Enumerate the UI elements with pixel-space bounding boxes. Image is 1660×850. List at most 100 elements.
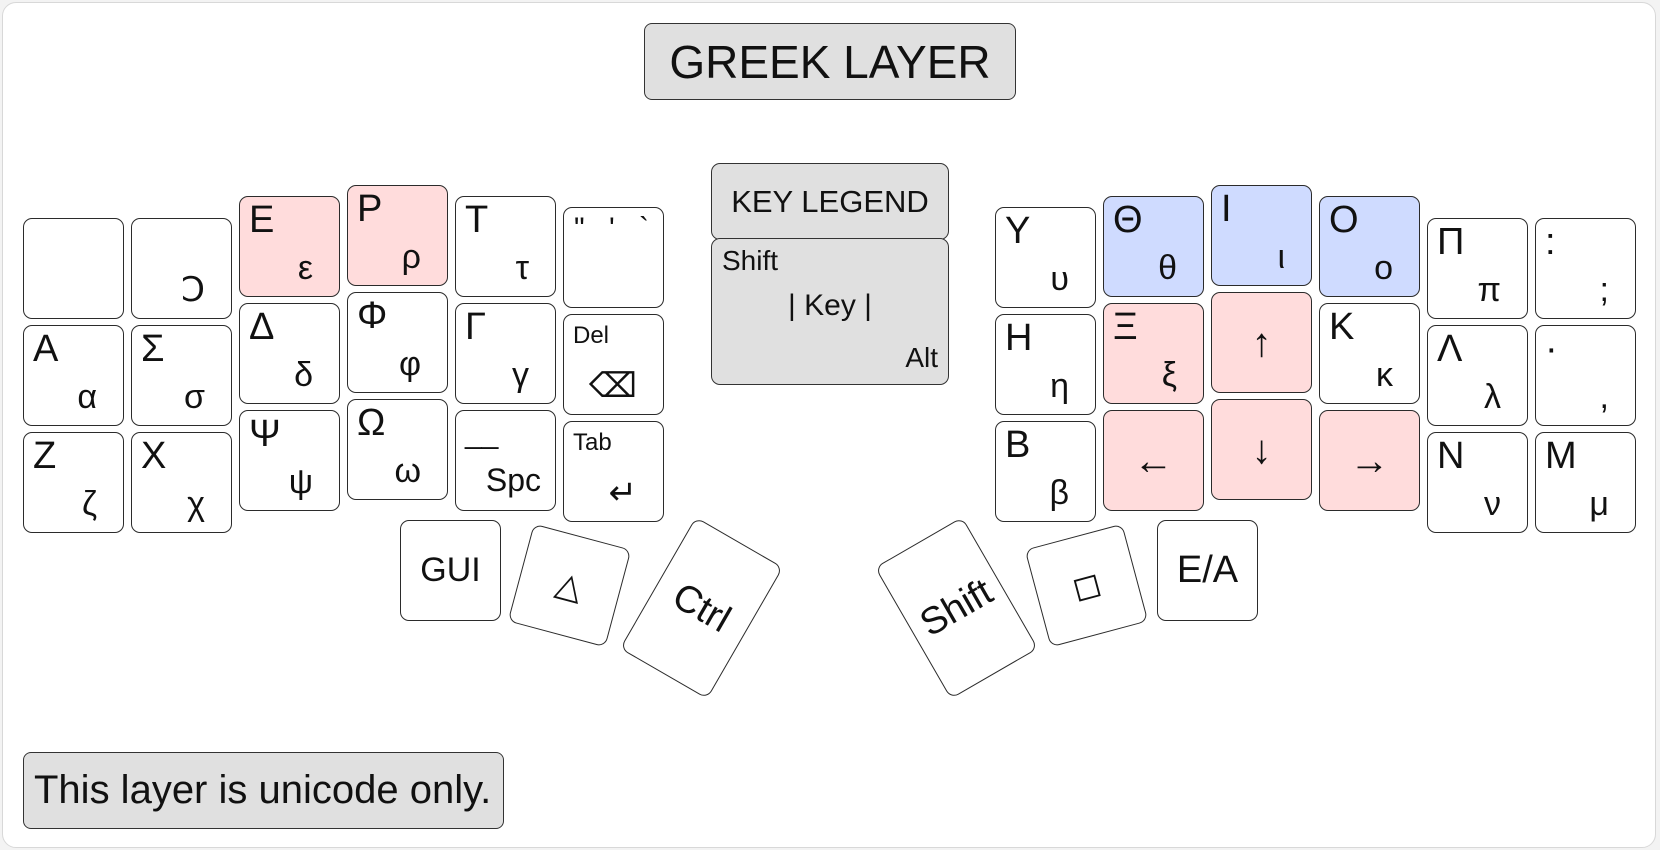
left-r3-key-zeta: Ζ ζ: [23, 432, 124, 533]
key-lower-label: ξ: [1161, 355, 1177, 394]
left-r2-key-phi: Φ φ: [347, 292, 448, 393]
key-label: E/A: [1176, 549, 1239, 591]
key-lower-label: δ: [294, 355, 313, 394]
key-upper-label: Tab: [573, 429, 612, 456]
left-r1-key-2: Ↄ: [131, 218, 232, 319]
thumb-key-ea: E/A: [1157, 520, 1258, 621]
enter-icon: ↵: [608, 473, 638, 512]
left-r1-key-epsilon: Ε ε: [239, 196, 340, 297]
key-upper-label: Ζ: [33, 435, 57, 477]
key-lower-label: λ: [1484, 377, 1501, 416]
left-r3-key-tab-enter: Tab ↵: [563, 421, 664, 522]
legend-key-label: | Key |: [788, 289, 872, 322]
right-r1-key-pi: Π π: [1427, 218, 1528, 319]
key-upper-label: Β: [1005, 424, 1031, 466]
right-r3-key-mu: Μ μ: [1535, 432, 1636, 533]
unicode-note: This layer is unicode only.: [23, 752, 504, 829]
key-upper-label: Ω: [357, 402, 386, 444]
left-r3-key-psi: Ψ ψ: [239, 410, 340, 511]
key-lower-label: ,: [1599, 377, 1609, 416]
key-upper-label: Del: [573, 322, 610, 349]
left-r1-key-1: [23, 218, 124, 319]
key-lower-label: σ: [184, 377, 205, 416]
key-upper-label: Θ: [1113, 199, 1143, 241]
key-upper-label: ·: [1545, 328, 1558, 370]
key-lower-label: ν: [1484, 484, 1501, 523]
left-r2-key-delta: Δ δ: [239, 303, 340, 404]
key-upper-label: Γ: [465, 306, 486, 348]
key-lower-label: υ: [1050, 259, 1069, 298]
square-icon: ◻: [1067, 563, 1106, 608]
key-label: Ctrl: [665, 574, 738, 641]
arrow-down-icon: ↓: [1251, 427, 1272, 472]
key-upper-label: Π: [1437, 221, 1465, 263]
right-r1-key-upsilon: Υ υ: [995, 207, 1096, 308]
key-lower-label: α: [77, 377, 97, 416]
key-lower-label: τ: [515, 248, 529, 287]
left-r1-key-rho: Ρ ρ: [347, 185, 448, 286]
key-lower-label: β: [1049, 473, 1069, 512]
arrow-right-icon: →: [1349, 438, 1390, 483]
key-upper-label: __: [465, 417, 499, 450]
key-lower-label: π: [1477, 270, 1501, 309]
key-upper-label: Α: [33, 328, 59, 370]
key-lower-label: Ↄ: [181, 270, 205, 309]
right-r1-key-omicron: Ο ο: [1319, 196, 1420, 297]
key-upper-label: Τ: [465, 199, 489, 241]
right-r2-key-up-arrow: ↑: [1211, 292, 1312, 393]
key-legend-body: Shift | Key | Alt: [711, 238, 949, 385]
right-r2-key-eta: Η η: [995, 314, 1096, 415]
key-lower-label: θ: [1158, 248, 1177, 287]
arrow-up-icon: ↑: [1251, 320, 1272, 365]
left-r1-key-quotes: " ' `: [563, 207, 664, 308]
key-upper-label: " ' `: [574, 212, 658, 245]
key-upper-label: Μ: [1545, 435, 1577, 477]
key-lower-label: χ: [187, 484, 205, 523]
key-label: GUI: [420, 551, 481, 589]
key-lower-label: φ: [398, 344, 421, 383]
left-r2-key-delete: Del ⌫: [563, 314, 664, 415]
key-lower-label: ο: [1374, 248, 1393, 287]
backspace-icon: ⌫: [588, 366, 637, 405]
left-r2-key-alpha: Α α: [23, 325, 124, 426]
key-lower-label: γ: [512, 355, 529, 394]
legend-alt-label: Alt: [905, 342, 938, 373]
key-upper-label: Σ: [141, 328, 165, 370]
key-upper-label: Ι: [1221, 188, 1232, 230]
key-lower-label: μ: [1589, 484, 1609, 523]
layer-title: GREEK LAYER: [644, 23, 1016, 100]
key-upper-label: Υ: [1005, 210, 1031, 252]
right-r3-key-nu: Ν ν: [1427, 432, 1528, 533]
key-upper-label: Φ: [357, 295, 388, 337]
key-upper-label: Ε: [249, 199, 275, 241]
key-lower-label: ω: [394, 451, 421, 490]
triangle-icon: △: [551, 563, 588, 608]
key-upper-label: Ν: [1437, 435, 1465, 477]
key-lower-label: κ: [1376, 355, 1393, 394]
right-r1-key-colon: : ;: [1535, 218, 1636, 319]
key-upper-label: Δ: [249, 306, 275, 348]
right-r3-key-right-arrow: →: [1319, 410, 1420, 511]
key-lower-label: ψ: [288, 462, 313, 501]
legend-shift-label: Shift: [722, 245, 779, 276]
right-r2-key-comma: · ,: [1535, 325, 1636, 426]
left-r1-key-tau: Τ τ: [455, 196, 556, 297]
right-r1-key-iota: Ι ι: [1211, 185, 1312, 286]
right-r3-key-beta: Β β: [995, 421, 1096, 522]
key-upper-label: Χ: [141, 435, 167, 477]
key-upper-label: Ψ: [249, 413, 281, 455]
right-r2-key-lambda: Λ λ: [1427, 325, 1528, 426]
right-r2-key-kappa: Κ κ: [1319, 303, 1420, 404]
key-legend-heading: KEY LEGEND: [711, 163, 949, 240]
key-lower-label: η: [1050, 366, 1069, 405]
left-r2-key-gamma: Γ γ: [455, 303, 556, 404]
arrow-left-icon: ←: [1133, 438, 1174, 483]
key-lower-label: ε: [297, 248, 313, 287]
key-label: Shift: [912, 570, 1000, 645]
key-upper-label: Ο: [1329, 199, 1359, 241]
right-r1-key-theta: Θ θ: [1103, 196, 1204, 297]
key-lower-label: ;: [1599, 270, 1609, 309]
key-upper-label: :: [1545, 221, 1556, 263]
left-r2-key-sigma: Σ σ: [131, 325, 232, 426]
